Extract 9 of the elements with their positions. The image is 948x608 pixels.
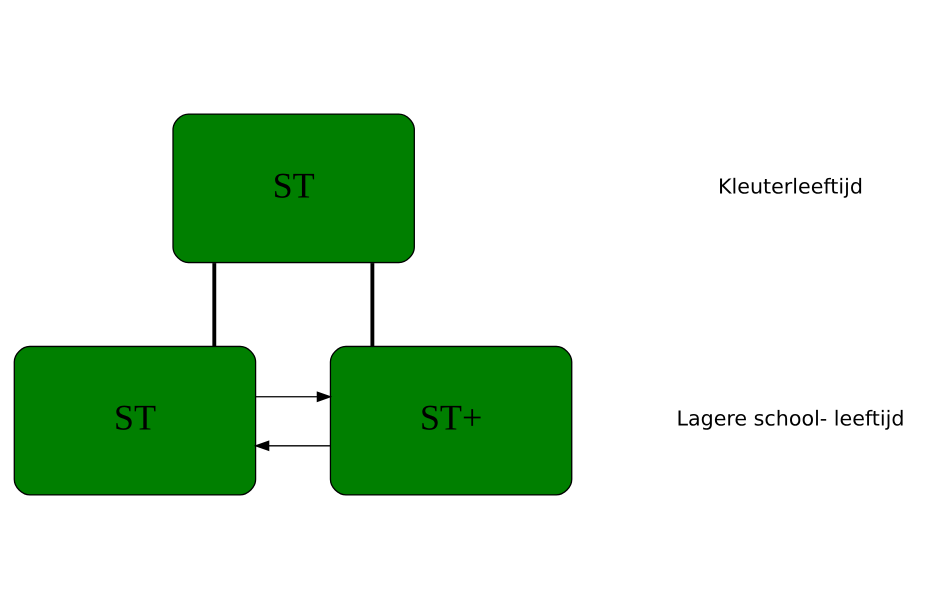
label: Kleuterleeftijd xyxy=(718,174,863,198)
connector xyxy=(370,262,374,346)
arrow xyxy=(256,390,332,402)
label: Lagere school- leeftijd xyxy=(676,406,904,430)
node-box: ST+ xyxy=(330,345,572,495)
node-box: ST xyxy=(172,113,415,263)
arrow xyxy=(254,440,330,451)
connector xyxy=(212,262,216,346)
node-box: ST xyxy=(14,345,256,495)
